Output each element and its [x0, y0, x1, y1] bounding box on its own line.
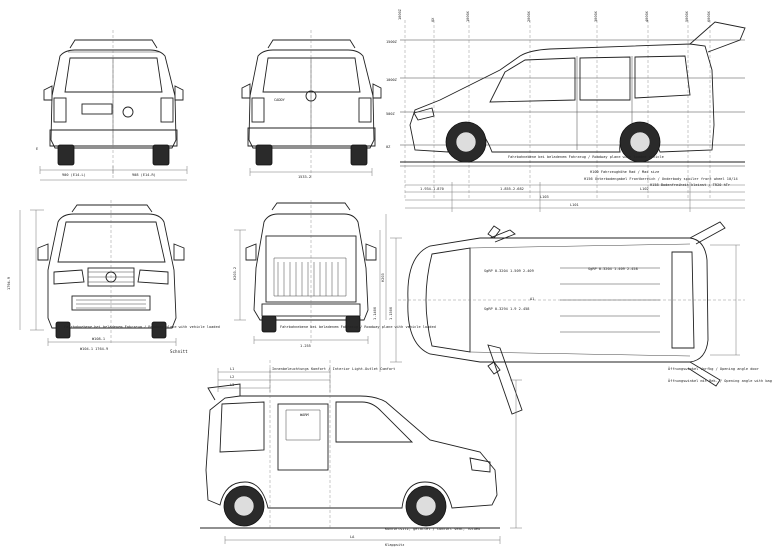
- bottom-note-1: Komfortsitz, gefaltet / Comfort seat, fo…: [385, 527, 480, 531]
- plan-seat-2: SgRP 0-3204 1-409 2-458: [588, 267, 638, 271]
- plan-dim-3: A1: [530, 297, 534, 301]
- bottom-dim-2: L3: [230, 383, 234, 387]
- rear-view-2-drawing: [241, 30, 382, 178]
- grid-left-0: 1500Z: [386, 40, 398, 44]
- front-view-drawing: [19, 200, 185, 346]
- rear-open-dim-0: 1.255: [300, 344, 311, 348]
- side-dim-0: 1.934-1.870: [420, 187, 444, 191]
- plan-dim-0: 1.1500: [389, 307, 393, 320]
- side-view-top-drawing: [400, 20, 746, 212]
- side-dim-1: 1.855-2.682: [500, 187, 524, 191]
- grid-left-3: 0Z: [386, 145, 391, 149]
- grid-top-6: 5000X: [685, 10, 689, 22]
- grid-left-1: 1000Z: [386, 78, 398, 82]
- side-dim-5: L102: [640, 187, 649, 191]
- bottom-note-0: Innenbeleuchtungs Komfort / Interior Lig…: [272, 367, 395, 371]
- plan-seat-0: SgRP 0-3204 1-509 2-409: [484, 269, 534, 273]
- plan-note-1: Öffnungswinkel mit Bek. / Opening angle …: [668, 378, 772, 383]
- front-view-dim-1: W104-1 1764-9: [80, 347, 108, 351]
- plan-note-0: Öffnungswinkel Vorfkg / Opening angle do…: [668, 366, 760, 371]
- plan-dim-1: 1.1400: [373, 307, 377, 320]
- side-note-2: H156 Unterbodengabel Frontbereich / Unde…: [584, 177, 738, 181]
- side-note-3: H158 Bodenfreiheit kleinst / TR20 hTr: [650, 183, 731, 187]
- side-note-0: Fahrbahnebene bei beladenem Fahrzeug / R…: [508, 155, 664, 159]
- rear-view-dim-b: 908 (E14-R): [132, 173, 156, 177]
- bottom-note-3: WARM: [300, 413, 309, 417]
- side-dim-3: L101: [570, 203, 579, 207]
- bottom-dim-3: LA: [350, 535, 355, 539]
- grid-top-4: 3000X: [594, 10, 598, 22]
- scale-label: Schnitt: [170, 349, 188, 354]
- plan-seat-1: SgRP 0-3294 1-9 2-458: [484, 307, 529, 311]
- rear-open-dim-3: H203: [381, 273, 385, 282]
- grid-top-3: 2000X: [527, 10, 531, 22]
- front-view-dim-2: 1794-9: [7, 277, 11, 290]
- plan-view-drawing: [379, 221, 745, 415]
- rear-open-view-drawing: [234, 200, 387, 345]
- bottom-dim-0: L1: [230, 367, 234, 371]
- rear-open-dim-2: H203-2: [233, 267, 237, 280]
- grid-left-2: 500Z: [386, 112, 395, 116]
- grid-top-7: 6000X: [707, 10, 711, 22]
- rear-open-note: Fahrbahnebene bei beladenem Fahrzeug / R…: [280, 325, 436, 329]
- rear-view-2-badge: CADDY: [274, 98, 286, 102]
- side-dim-2: L103: [540, 195, 549, 199]
- rear-view-dim-c: E: [36, 147, 38, 151]
- front-view-dim-0: W108-1: [92, 337, 105, 341]
- bottom-note-2: Klappsitz: [385, 543, 404, 547]
- rear-view-2-dim-a: 1533-2: [298, 175, 311, 179]
- grid-top-2: 1000X: [466, 10, 470, 22]
- side-view-bottom-drawing: [200, 360, 522, 544]
- bottom-dim-1: L2: [230, 375, 234, 379]
- grid-top-5: 4000X: [645, 10, 649, 22]
- front-view-note: Fahrbahnebene bei beladenem Fahrzeug / R…: [64, 325, 220, 329]
- grid-top-0: 1000Z: [398, 8, 402, 20]
- side-note-1: H100 Fahrzeughöhe Rad / Max size: [590, 170, 659, 174]
- rear-view-drawing: [39, 30, 188, 181]
- rear-view-dim-a: 900 (E14-L): [62, 173, 86, 177]
- grid-top-1: 0X: [431, 17, 435, 22]
